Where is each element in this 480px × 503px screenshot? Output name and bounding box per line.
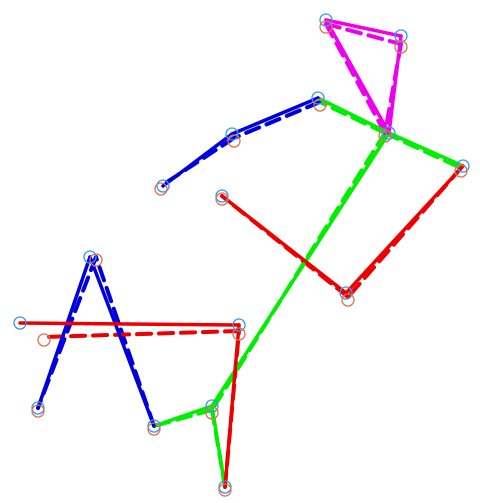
pred-joint-marker-shoulder_right <box>454 164 468 178</box>
solid-segment-head_right-neck <box>387 34 403 135</box>
solid-segment-shoulder_left-elbow_left <box>230 96 320 136</box>
solid-segment-knee_right-foot_right <box>18 321 241 327</box>
dashed-segment-shoulder_left-elbow_left <box>232 100 322 140</box>
pred-joint-marker-knee_left <box>89 253 103 267</box>
pred-joint-marker-head_right <box>394 40 408 54</box>
joint-marker-hand_right <box>215 189 229 203</box>
solid-segment-neck-hip <box>210 131 391 408</box>
pred-joint-marker-foot_left <box>31 404 45 418</box>
solid-segment-hip_left-knee_left <box>88 255 156 428</box>
dashed-segment-knee_right-foot_right <box>42 329 241 339</box>
joint-marker-head_top <box>319 13 333 27</box>
joint-marker-hip_left <box>147 419 161 433</box>
solid-segment-neck-head_top <box>324 18 391 135</box>
joint-marker-hand_left <box>156 179 170 193</box>
pred-joint-marker-shoulder_left <box>313 98 327 112</box>
joint-marker-elbow_right <box>339 286 353 300</box>
joint-marker-elbow_left <box>225 127 239 141</box>
pred-joint-marker-hip <box>205 406 219 420</box>
joint-marker-head_right <box>394 29 408 43</box>
solid-segment-hip-hip_right <box>210 404 227 489</box>
joint-marker-foot_left <box>31 401 45 415</box>
pred-joint-marker-neck <box>378 129 392 143</box>
solid-segment-knee_left-foot_left <box>36 255 92 410</box>
solid-segment-hip-hip_left <box>152 404 214 428</box>
solid-segment-elbow_left-hand_left <box>161 132 234 188</box>
pred-joint-marker-knee_right <box>232 327 246 341</box>
solid-segment-neck-shoulder_right <box>387 131 465 168</box>
joint-markers <box>13 13 470 497</box>
dashed-segment-head_top-head_right <box>324 22 403 46</box>
predicted-skeleton-dashed <box>36 22 463 489</box>
dashed-segment-neck-shoulder_left <box>318 100 387 135</box>
joint-marker-shoulder_left <box>311 91 325 105</box>
pred-joint-marker-hip_right <box>218 483 232 497</box>
solid-segment-neck-shoulder_left <box>316 96 391 135</box>
pred-joint-marker-head_top <box>319 20 333 34</box>
joint-marker-knee_left <box>83 250 97 264</box>
pred-joint-marker-elbow_left <box>227 134 241 148</box>
joint-marker-knee_right <box>232 318 246 332</box>
joint-marker-hip_right <box>218 480 232 494</box>
solid-segment-shoulder_right-elbow_right <box>344 164 465 295</box>
dashed-segment-neck-shoulder_right <box>383 131 463 170</box>
pred-joint-marker-hand_right <box>215 192 229 206</box>
solid-segment-head_top-head_right <box>324 18 403 38</box>
pred-joint-marker-foot_right <box>37 333 51 347</box>
dashed-segment-neck-head_top <box>324 22 387 135</box>
joint-marker-neck <box>382 126 396 140</box>
pred-joint-marker-elbow_right <box>341 293 355 307</box>
ground-truth-skeleton-solid <box>18 18 465 489</box>
pred-joint-marker-hand_left <box>154 182 168 196</box>
joint-marker-hip <box>205 399 219 413</box>
joint-marker-foot_right <box>13 316 27 330</box>
solid-segment-hip_right-knee_right <box>223 323 241 489</box>
solid-segment-elbow_right-hand_right <box>220 194 348 295</box>
pred-joint-marker-hip_left <box>147 422 161 436</box>
